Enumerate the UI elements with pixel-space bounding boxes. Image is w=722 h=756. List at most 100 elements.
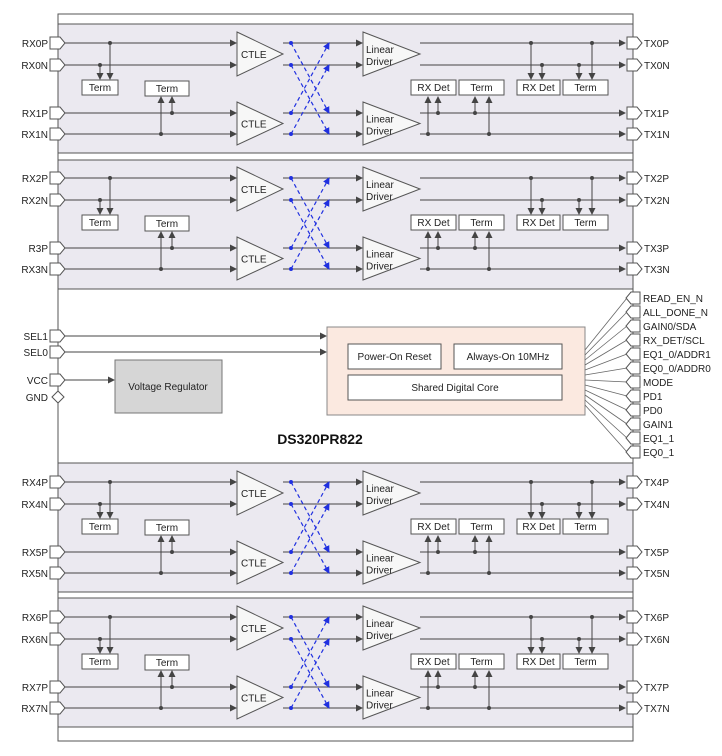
rx-pin [49,36,66,50]
config-pin-label: EQ1_1 [643,434,675,445]
tx-pin-label: TX0P [644,39,669,50]
wire [584,404,628,453]
ctle-label: CTLE [241,694,267,705]
pin-label: GND [26,393,48,404]
term-block [458,214,505,231]
term-block-label: Term [156,219,178,230]
rx-det-block-label: RX Det [417,522,449,533]
config-pin-label: GAIN1 [643,420,673,431]
ctle-label: CTLE [241,489,267,500]
wire [584,399,628,439]
term-block [562,653,609,670]
tx-pin-label: TX5P [644,548,669,559]
rx-pin-label: RX4P [22,478,48,489]
tx-pin-label: TX6N [644,635,670,646]
ctle-label: CTLE [241,559,267,570]
rx-det-block [516,214,561,231]
config-pin-label: EQ0_0/ADDR0 [643,364,711,375]
gnd-pin [51,390,65,404]
term-block-label: Term [470,657,492,668]
ctle-label: CTLE [241,120,267,131]
rx-pin [49,127,66,141]
rx-pin [49,58,66,72]
tx-pin [626,36,643,50]
crossbar-path [290,64,330,135]
crossbar-path [290,177,330,249]
shared-digital-core [347,374,563,401]
term-block [562,214,609,231]
rx-det-block-label: RX Det [417,218,449,229]
rx-pin [49,545,66,559]
config-pin [625,445,641,459]
rx-pin [49,701,66,715]
linear-driver [362,470,422,516]
digital-core-block [326,326,586,416]
term-block-label: Term [574,218,596,229]
crossbar-path [290,177,330,249]
tx-pin-label: TX4P [644,478,669,489]
rx-pin-label: RX3N [21,265,48,276]
crossbar-path [290,616,330,688]
term-block-label: Term [156,84,178,95]
crossbar-path [290,638,330,709]
rx-det-block [410,79,457,96]
config-pin-label: EQ0_1 [643,448,675,459]
config-pin-label: PD1 [643,392,663,403]
rx-pin [49,680,66,694]
rx-pin [49,193,66,207]
driver-label: Driver [366,701,393,712]
driver-label: Linear [366,115,394,126]
tx-pin-label: TX5N [644,569,670,580]
wire [584,367,628,376]
crossbar-path [290,638,330,709]
config-pin [625,291,641,305]
crossbar-path [290,481,330,553]
ctle-label: CTLE [241,185,267,196]
term-block [458,79,505,96]
linear-driver [362,236,422,281]
config-pin [625,361,641,375]
crossbar-path [290,616,330,688]
rx-pin [49,566,66,580]
term-block [562,518,609,535]
tx-pin [626,566,643,580]
tx-pin [626,680,643,694]
rx-pin-label: RX2N [21,196,48,207]
driver-label: Driver [366,262,393,273]
tx-pin [626,545,643,559]
config-pin [625,417,641,431]
control-pin [49,373,66,387]
rx-det-block-label: RX Det [522,83,554,94]
shared-digital-core-label: Shared Digital Core [411,383,499,394]
rx-pin-label: RX7N [21,704,48,715]
wire [584,379,628,383]
ctle-amplifier [236,605,285,651]
rx-det-block [410,214,457,231]
tx-pin-label: TX3N [644,265,670,276]
rx-pin [49,475,66,489]
rx-det-block-label: RX Det [522,218,554,229]
term-block-label: Term [89,522,111,533]
crossbar-path [290,503,330,574]
driver-label: Driver [366,566,393,577]
config-pin [625,333,641,347]
rx-det-block [516,518,561,535]
linear-driver [362,605,422,651]
term-block-label: Term [470,218,492,229]
rx-det-block [410,653,457,670]
ctle-amplifier [236,470,285,516]
ctle-amplifier [236,236,285,281]
crossbar-path [290,199,330,270]
term-block-label: Term [156,658,178,669]
tx-pin-label: TX2P [644,174,669,185]
config-pin-label: RX_DET/SCL [643,336,705,347]
driver-label: Linear [366,484,394,495]
config-pin [625,319,641,333]
tx-pin-label: TX7P [644,683,669,694]
linear-driver [362,166,422,212]
driver-label: Driver [366,192,393,203]
crossbar-path [290,503,330,574]
term-block-label: Term [156,523,178,534]
ctle-amplifier [236,675,285,720]
rx-pin [49,262,66,276]
